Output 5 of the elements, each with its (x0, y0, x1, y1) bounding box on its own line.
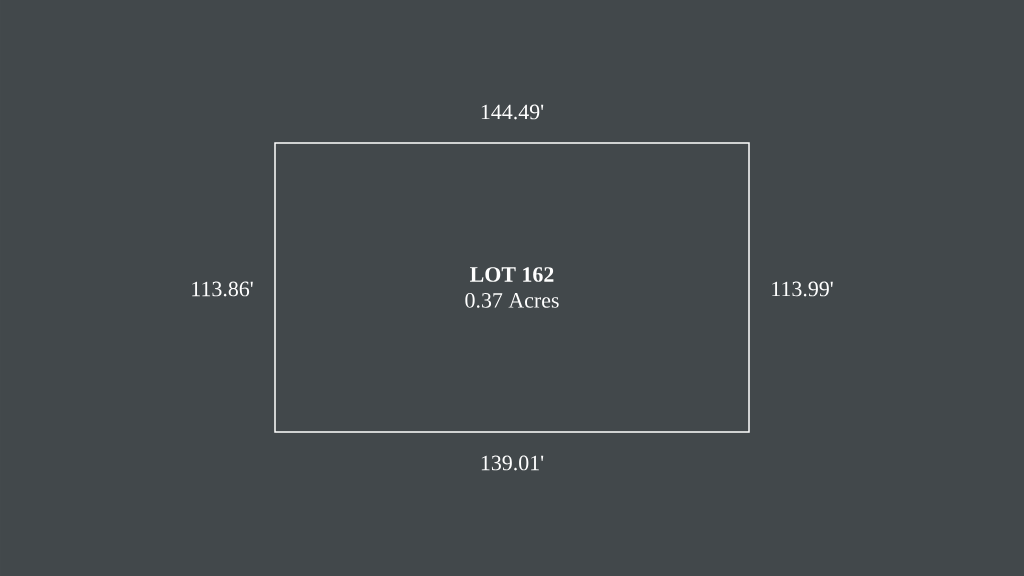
dimension-label: 144.49' (481, 104, 544, 120)
dimension-label: 113.99' (772, 281, 833, 297)
dimension-label: 113.86' (192, 281, 253, 297)
lot-outline: LOT 162 0.37 Acres (274, 142, 750, 433)
dimension-label: 139.01' (481, 455, 544, 471)
